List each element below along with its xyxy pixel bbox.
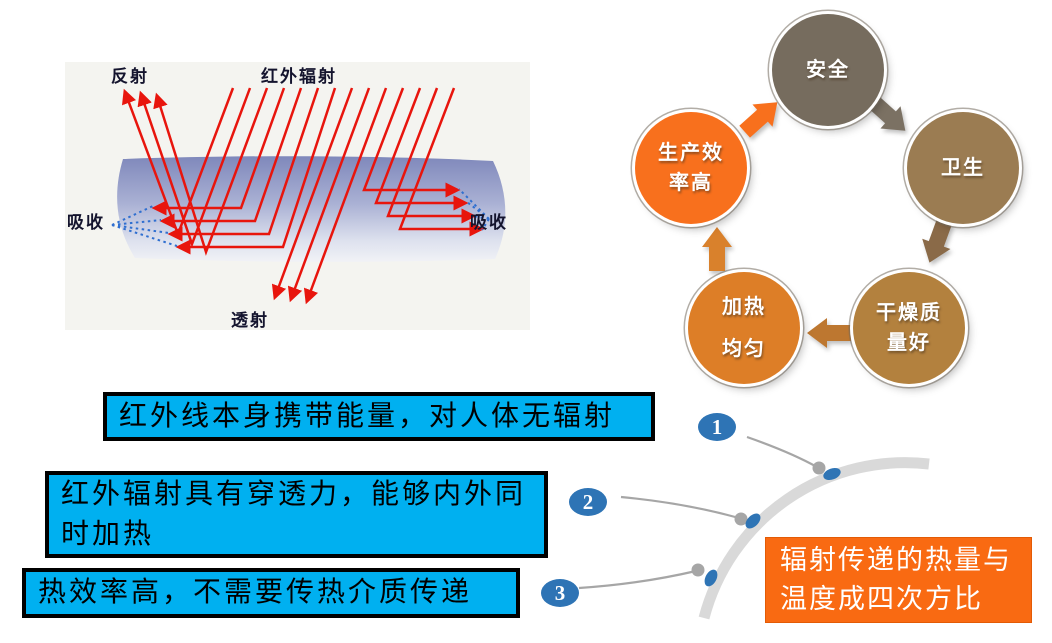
cycle-item-label: 加热 均匀 [722, 296, 766, 360]
callout-box-text: 热效率高，不需要传热介质传递 [38, 577, 473, 609]
radiation-note: 辐射传递的热量与温度成四次方比 [765, 537, 1032, 623]
cycle-arrow-uniform-to-efficiency [702, 227, 732, 271]
cycle-item-safety: 安全 [772, 14, 884, 126]
callout-box-2: 红外辐射具有穿透力，能够内外同时加热 [45, 471, 548, 558]
cycle-arrow-efficiency-to-safety [739, 102, 778, 138]
bullet-3: 3 [541, 579, 579, 607]
absorption-dotted-lines [111, 188, 490, 247]
callout-box-3: 热效率高，不需要传热介质传递 [22, 568, 520, 618]
label-transmission: 透射 [231, 311, 269, 330]
infrared-rays-graphic [111, 87, 506, 305]
cycle-item-dry-quality: 干燥质 量好 [853, 272, 965, 384]
bullet-2: 2 [569, 488, 607, 516]
radiation-note-text: 辐射传递的热量与温度成四次方比 [780, 544, 1012, 614]
callout-box-1: 红外线本身携带能量，对人体无辐射 [103, 392, 655, 441]
cycle-item-label: 生产效 率高 [658, 142, 724, 194]
cycle-item-label: 卫生 [941, 157, 985, 179]
label-absorb-right: 吸收 [470, 213, 508, 232]
callout-box-text: 红外辐射具有穿透力，能够内外同时加热 [61, 479, 527, 550]
callout-box-text: 红外线本身携带能量，对人体无辐射 [119, 400, 616, 432]
callout-connectors [578, 435, 818, 590]
infrared-physics-image: 反射 红外辐射 吸收 吸收 透射 [65, 62, 530, 330]
cycle-arrow-safety-to-hygiene [867, 95, 906, 131]
cycle-item-label: 干燥质 量好 [876, 302, 942, 354]
cycle-item-label: 安全 [806, 59, 850, 81]
bullet-1: 1 [698, 413, 736, 441]
callout-arc [698, 457, 930, 620]
cycle-item-efficiency: 生产效 率高 [635, 112, 747, 224]
cycle-arrow-quality-to-uniform [807, 318, 851, 348]
label-infrared: 红外辐射 [261, 67, 337, 86]
cycle-arrow-hygiene-to-quality [922, 218, 953, 263]
cycle-item-uniform-heating: 加热 均匀 [688, 272, 800, 384]
cycle-arrows [702, 95, 953, 348]
label-absorb-left: 吸收 [67, 213, 105, 232]
bullet-number: 3 [554, 580, 566, 605]
connector-dots [691, 461, 826, 577]
bullet-number: 1 [711, 414, 723, 439]
cycle-item-hygiene: 卫生 [907, 112, 1019, 224]
label-reflection: 反射 [111, 67, 149, 86]
bullet-number: 2 [582, 489, 594, 514]
arc-markers [704, 467, 841, 587]
